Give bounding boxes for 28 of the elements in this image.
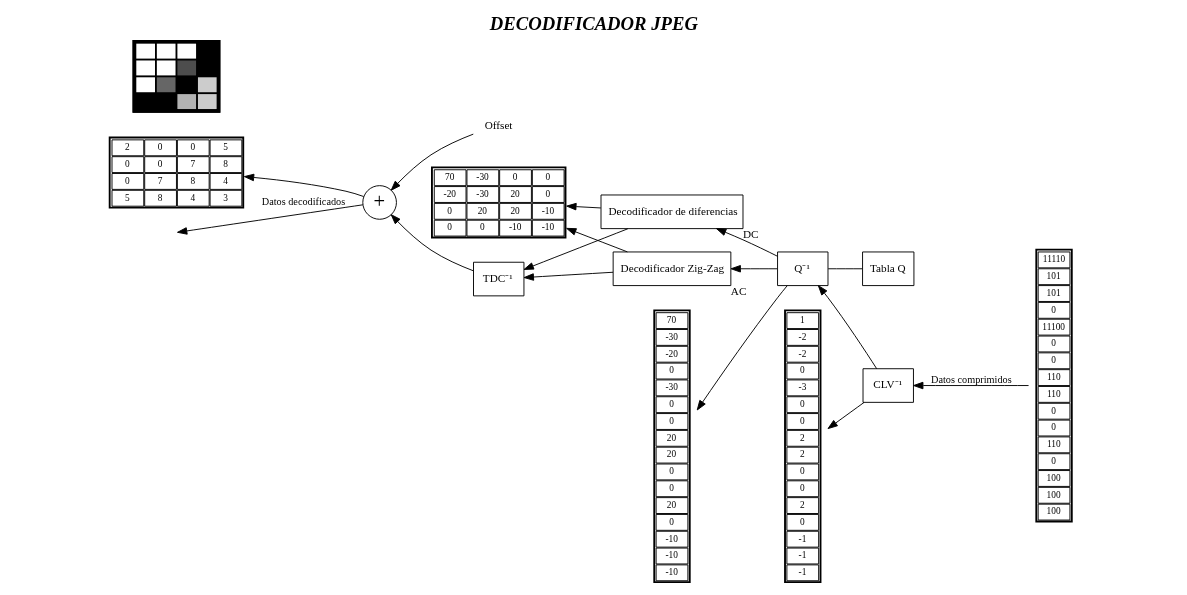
arrow [696, 285, 788, 411]
arrow [390, 133, 474, 191]
arrow [730, 265, 778, 273]
arrow [565, 227, 628, 253]
arrow [715, 228, 778, 257]
node-box: Decodificador de diferencias [600, 194, 743, 230]
arrow [817, 285, 877, 370]
arrow [565, 202, 601, 211]
arrow [523, 228, 628, 270]
node-label: AC [730, 284, 746, 297]
node-label: DC [742, 227, 759, 240]
arrow [176, 204, 363, 235]
node-box: Q⁻¹ [776, 251, 828, 287]
arrow [243, 173, 364, 197]
node-box: Decodificador Zig-Zag [612, 251, 731, 287]
node-box: TDC⁻¹ [472, 261, 524, 297]
node-box: CLV⁻¹ [862, 368, 914, 403]
node-text: Offset [484, 118, 512, 131]
arrow [912, 381, 1029, 390]
edge-label: Datos decodificados [261, 196, 345, 208]
node-box: Tabla Q [861, 251, 914, 287]
node-circle: + [361, 185, 397, 220]
arrow [523, 271, 613, 281]
connector [827, 268, 863, 270]
diagram-title: DECODIFICADOR JPEG [489, 12, 698, 34]
edge-label: Datos comprimidos [930, 373, 1012, 385]
arrow [827, 402, 864, 430]
arrow [390, 214, 474, 272]
